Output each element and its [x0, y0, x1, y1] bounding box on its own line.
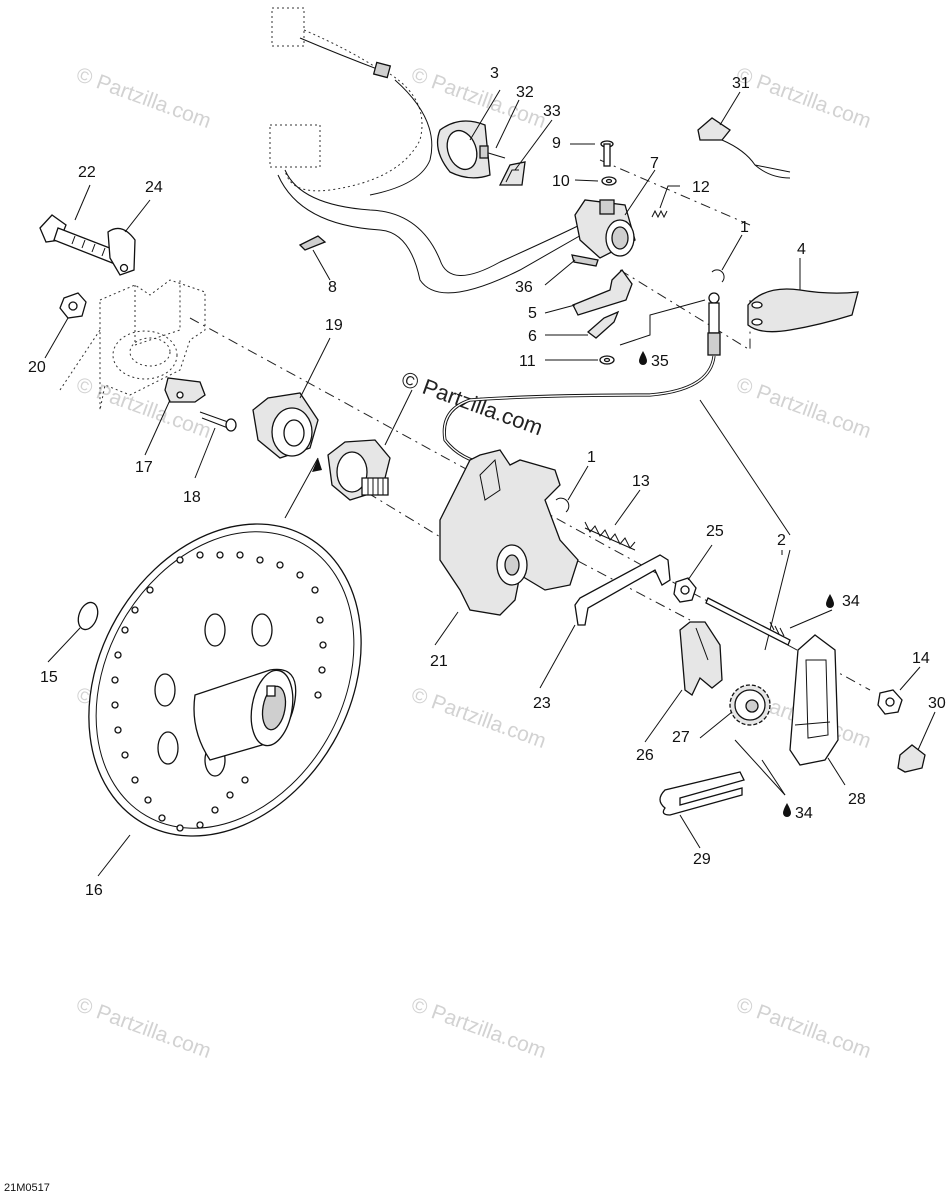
part-23-bracket — [574, 554, 671, 626]
part-32-screw — [479, 145, 506, 159]
part-28-plate — [789, 634, 839, 766]
droplet-icon — [639, 351, 647, 365]
leader-lines — [44, 89, 936, 877]
callout-22: 22 — [78, 164, 96, 181]
wiring-harness — [269, 7, 591, 294]
part-24-bracket — [107, 227, 136, 276]
part-6-clip — [586, 310, 620, 339]
part-20-nut — [59, 292, 87, 319]
watermark: © Partzilla.com — [408, 993, 549, 1063]
watermark: © Partzilla.com — [73, 63, 214, 133]
part-21-caliper — [327, 439, 579, 616]
callout-8: 8 — [328, 279, 337, 296]
brake-shaft — [705, 597, 791, 646]
part-5-lever — [572, 268, 633, 316]
part-25-nut — [673, 577, 697, 603]
callout-6: 6 — [528, 328, 537, 345]
callout-29: 29 — [693, 851, 711, 868]
callout-31: 31 — [732, 75, 750, 92]
callout-3: 3 — [490, 65, 499, 82]
callout-11: 11 — [519, 353, 536, 370]
callout-1: 1 — [587, 449, 596, 466]
disc-vent-holes — [111, 551, 327, 832]
callout-10: 10 — [552, 173, 570, 190]
callout-15: 15 — [40, 669, 58, 686]
callout-33: 33 — [543, 103, 561, 120]
callout-20: 20 — [28, 359, 46, 376]
callout-23: 23 — [533, 695, 551, 712]
callout-17: 17 — [135, 459, 153, 476]
part-16-disc — [88, 523, 362, 837]
callout-34: 34 — [842, 593, 860, 610]
callout-1: 1 — [740, 219, 749, 236]
part-11-washer — [599, 355, 615, 365]
callout-labels: 3 32 33 9 10 7 12 31 1 4 36 5 6 11 35 8 … — [28, 65, 946, 899]
part-18-screw — [199, 411, 237, 432]
callout-36: 36 — [515, 279, 533, 296]
part-12-spring — [651, 209, 668, 219]
mounting-frame — [59, 279, 206, 411]
watermark: © Partzilla.com — [733, 373, 874, 443]
callout-9: 9 — [552, 135, 561, 152]
callout-16: 16 — [85, 882, 103, 899]
callout-4: 4 — [797, 241, 806, 258]
part-15-oring — [77, 601, 99, 631]
callout-2: 2 — [777, 532, 786, 549]
part-13-spring — [584, 521, 636, 551]
part-29-pin — [659, 771, 745, 816]
callout-18: 18 — [183, 489, 201, 506]
part-19-bushing — [252, 392, 319, 459]
watermark-main: © Partzilla.com — [398, 366, 546, 440]
callout-13: 13 — [632, 473, 650, 490]
watermark: © Partzilla.com — [73, 993, 214, 1063]
part-14-nut — [877, 689, 903, 715]
part-36-clip — [571, 254, 599, 267]
diagram-code: 21M0517 — [4, 1182, 50, 1194]
part-10-washer — [601, 176, 617, 186]
part-4-lever — [747, 288, 859, 333]
part-27-sprocket — [729, 684, 771, 726]
part-33-plate — [498, 161, 526, 186]
part-26-yoke — [679, 621, 723, 696]
part-31-switch — [697, 117, 791, 179]
callout-5: 5 — [528, 305, 537, 322]
callout-35: 35 — [651, 353, 669, 370]
callout-32: 32 — [516, 84, 534, 101]
callout-19: 19 — [325, 317, 343, 334]
assembly-arrow — [284, 457, 322, 519]
callout-21: 21 — [430, 653, 448, 670]
callout-26: 26 — [636, 747, 654, 764]
part-8-clip — [298, 235, 327, 251]
callout-28: 28 — [848, 791, 866, 808]
part-1-eclip-upper — [711, 269, 725, 283]
callout-14: 14 — [912, 650, 930, 667]
callout-30: 30 — [928, 695, 946, 712]
watermark: © Partzilla.com — [408, 683, 549, 753]
watermark: © Partzilla.com — [733, 993, 874, 1063]
callout-7: 7 — [650, 155, 659, 172]
callout-34: 34 — [795, 805, 813, 822]
watermark: © Partzilla.com — [733, 63, 874, 133]
part-9-bolt — [600, 140, 614, 167]
callout-12: 12 — [692, 179, 710, 196]
droplet-icon — [826, 594, 834, 608]
droplet-icon — [783, 803, 791, 817]
part-22-bolt — [39, 214, 121, 265]
callout-25: 25 — [706, 523, 724, 540]
part-30-bracket — [897, 744, 926, 773]
part-1-eclip-lower — [555, 497, 570, 513]
part-17-bracket — [164, 377, 206, 403]
callout-27: 27 — [672, 729, 690, 746]
part-3-boot — [436, 120, 491, 179]
callout-24: 24 — [145, 179, 163, 196]
part-7-housing — [574, 199, 636, 259]
part-2-cable — [442, 292, 791, 651]
